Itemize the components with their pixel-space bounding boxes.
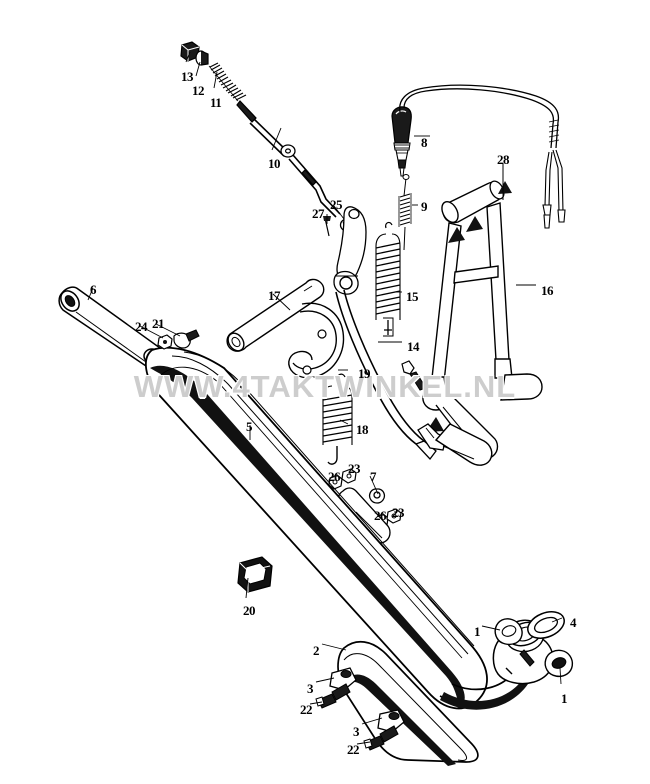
callout-stand-return-spring: 15 <box>406 289 419 304</box>
stand-return-spring-15 <box>375 221 401 337</box>
exhaust-header-flange <box>439 611 574 710</box>
callout-cotter-pin: 27 <box>312 206 325 221</box>
heat-shield-2 <box>315 640 479 766</box>
callout-exhaust-flange-nut: 1 <box>474 624 481 639</box>
leader-lines <box>87 51 563 745</box>
center-stand-16 <box>422 180 543 460</box>
callout-exhaust-stud-nut: 1 <box>561 691 568 706</box>
spark-plug-cap-and-wiring <box>391 84 566 229</box>
callout-rubber-mount-block: 20 <box>243 603 256 618</box>
brake-rod-lower-14 <box>335 289 493 466</box>
brake-pedal-arm <box>333 206 367 295</box>
callout-cable-spring: 11 <box>210 95 222 110</box>
brake-pedal-spring-18 <box>322 373 353 465</box>
callout-shield-bracket-upper: 3 <box>307 681 314 696</box>
callout-small-spring: 9 <box>421 199 428 214</box>
callout-nut-lower: 26 <box>374 508 387 523</box>
callout-muffler-body: 5 <box>246 419 253 434</box>
callout-lock-washer-lower: 23 <box>392 505 405 520</box>
callout-brake-pedal-spring: 18 <box>356 422 369 437</box>
callout-cable-adjuster-sleeve: 12 <box>192 83 205 98</box>
callout-lock-washer-upper: 23 <box>348 461 361 476</box>
callout-washer: 25 <box>330 197 343 212</box>
brake-rod-tube-17 <box>226 278 325 352</box>
callout-wiring-harness: 28 <box>497 152 510 167</box>
callout-brake-rod: 10 <box>268 156 281 171</box>
callout-shield-bolt-lower: 22 <box>347 742 360 757</box>
brake-rod-assembly <box>180 41 341 218</box>
callout-exhaust-gasket: 4 <box>570 615 577 630</box>
callout-center-stand: 16 <box>541 283 554 298</box>
small-spring-9 <box>398 174 412 251</box>
callout-shield-bolt-upper: 22 <box>300 702 313 717</box>
muffler-assembly <box>58 286 488 710</box>
callout-clamp-bolt: 21 <box>152 316 165 331</box>
callout-spark-plug-cap: 8 <box>421 135 428 150</box>
rubber-mount-block-20 <box>237 556 273 593</box>
callout-brake-linkage-arm: 7 <box>370 469 377 484</box>
callout-muffler-tail: 6 <box>90 282 97 297</box>
callout-brake-rod-tube: 17 <box>268 288 281 303</box>
callout-heat-shield: 2 <box>313 643 320 658</box>
callout-heat-shield-bracket: 19 <box>358 366 371 381</box>
callout-nut-upper: 26 <box>328 469 341 484</box>
callout-brake-rod-linkage: 14 <box>407 339 420 354</box>
heat-shield-bracket-19 <box>288 302 345 379</box>
callout-shield-bracket-lower: 3 <box>353 724 360 739</box>
callout-clamp-washer: 24 <box>135 319 148 334</box>
callout-cable-adjuster-nut: 13 <box>181 69 194 84</box>
